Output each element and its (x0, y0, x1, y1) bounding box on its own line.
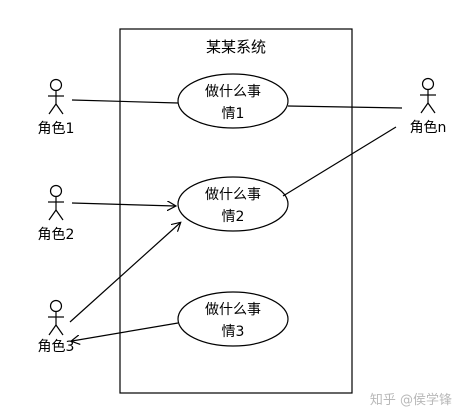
arrow-usecase3-actor3 (72, 322, 179, 341)
actor-1-label: 角色1 (38, 120, 75, 137)
use-case-3-line2: 情3 (222, 324, 245, 340)
use-case-1-line1: 做什么事 (205, 84, 261, 100)
use-case-3-line1: 做什么事 (205, 302, 261, 318)
watermark-text: 知乎 @侯学锋 (370, 392, 452, 408)
actor-n-figure (420, 77, 436, 114)
use-case-2-line2: 情2 (222, 209, 245, 225)
arrow-actor3-usecase2 (69, 223, 180, 323)
actor-2-label: 角色2 (38, 226, 75, 243)
use-case-3-ellipse (177, 291, 289, 347)
link-actor1-usecase1 (71, 99, 179, 104)
use-case-2-line1: 做什么事 (205, 187, 261, 203)
link-usecase1-actorn (287, 105, 403, 109)
system-title: 某某系统 (206, 38, 266, 56)
actor-3-label: 角色3 (38, 338, 75, 355)
arrow-actor2-usecase2 (71, 203, 175, 206)
actor-3-figure (48, 299, 64, 336)
link-usecase2-actorn (282, 126, 397, 197)
actor-2-figure (48, 184, 64, 221)
actor-n-label: 角色n (410, 119, 447, 136)
actor-1-figure (48, 78, 64, 115)
use-case-1-line2: 情1 (222, 106, 245, 122)
use-case-2-ellipse (177, 176, 289, 232)
system-boundary (119, 28, 353, 394)
use-case-1-ellipse (177, 73, 289, 129)
